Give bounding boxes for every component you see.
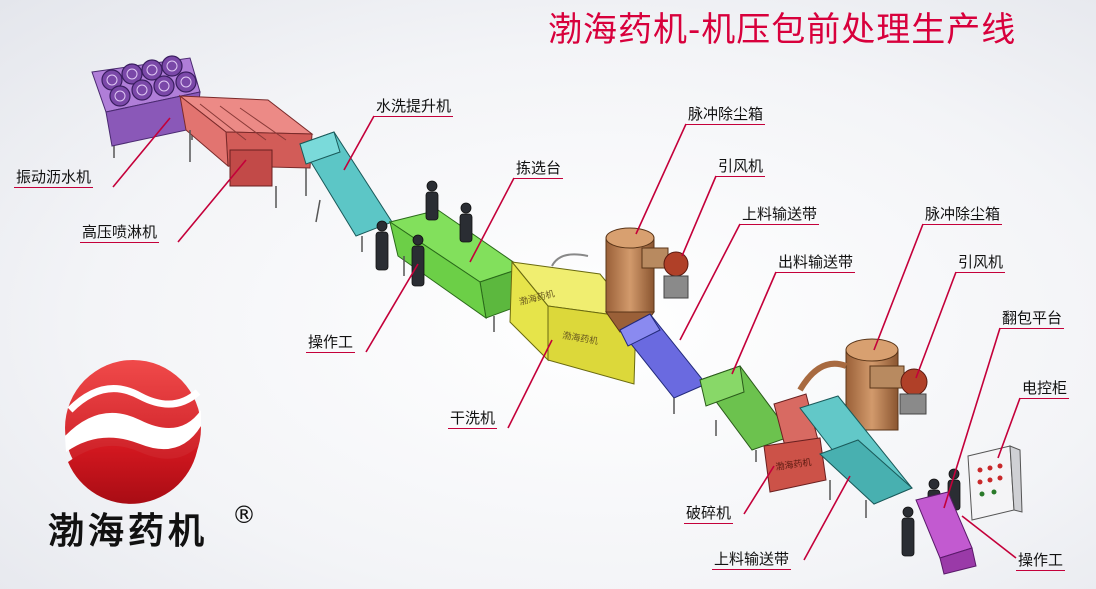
high-pressure-spray-machine (178, 94, 314, 208)
label-high-pressure-spray: 高压喷淋机 (80, 223, 160, 243)
dry-washer: 渤海药机 渤海药机 (509, 253, 638, 385)
label-feed-conveyor-1: 上料输送带 (740, 205, 820, 225)
label-vibrating-drain: 振动沥水机 (14, 168, 94, 188)
fan-1 (663, 251, 689, 299)
label-pulse-dust-box-2: 脉冲除尘箱 (923, 205, 1003, 225)
label-operator-left: 操作工 (306, 333, 356, 353)
feed-conveyor-2 (799, 395, 913, 518)
leader-lines (112, 115, 1021, 561)
label-dry-washer: 干洗机 (448, 409, 498, 429)
sorting-table (388, 209, 525, 332)
label-crusher: 破碎机 (684, 504, 734, 524)
pulse-dust-box-1 (605, 227, 669, 333)
vibrating-drain-machine (91, 55, 201, 158)
bale-flip-platform (915, 491, 977, 575)
label-pulse-dust-box-1: 脉冲除尘箱 (686, 105, 766, 125)
label-sorting-table: 拣选台 (514, 159, 564, 179)
label-bale-flip-platform: 翻包平台 (1000, 309, 1065, 329)
brand-name: 渤海药机 (48, 511, 209, 552)
registered-mark: ® (232, 501, 256, 529)
crusher: 渤海药机 (763, 393, 827, 493)
page-title: 渤海药机-机压包前处理生产线 (548, 10, 1017, 50)
brand-logo-icon (65, 360, 201, 504)
label-feed-conveyor-2: 上料输送带 (712, 550, 792, 570)
control-cabinet (967, 445, 1023, 521)
fan-2 (899, 368, 928, 415)
label-fan-1: 引风机 (716, 157, 766, 177)
water-wash-elevator (299, 131, 393, 252)
label-operator-right: 操作工 (1016, 551, 1066, 571)
label-discharge-conveyor: 出料输送带 (776, 253, 856, 273)
label-fan-2: 引风机 (956, 253, 1006, 273)
label-wash-elevator: 水洗提升机 (374, 97, 454, 117)
label-control-cabinet: 电控柜 (1020, 379, 1070, 399)
